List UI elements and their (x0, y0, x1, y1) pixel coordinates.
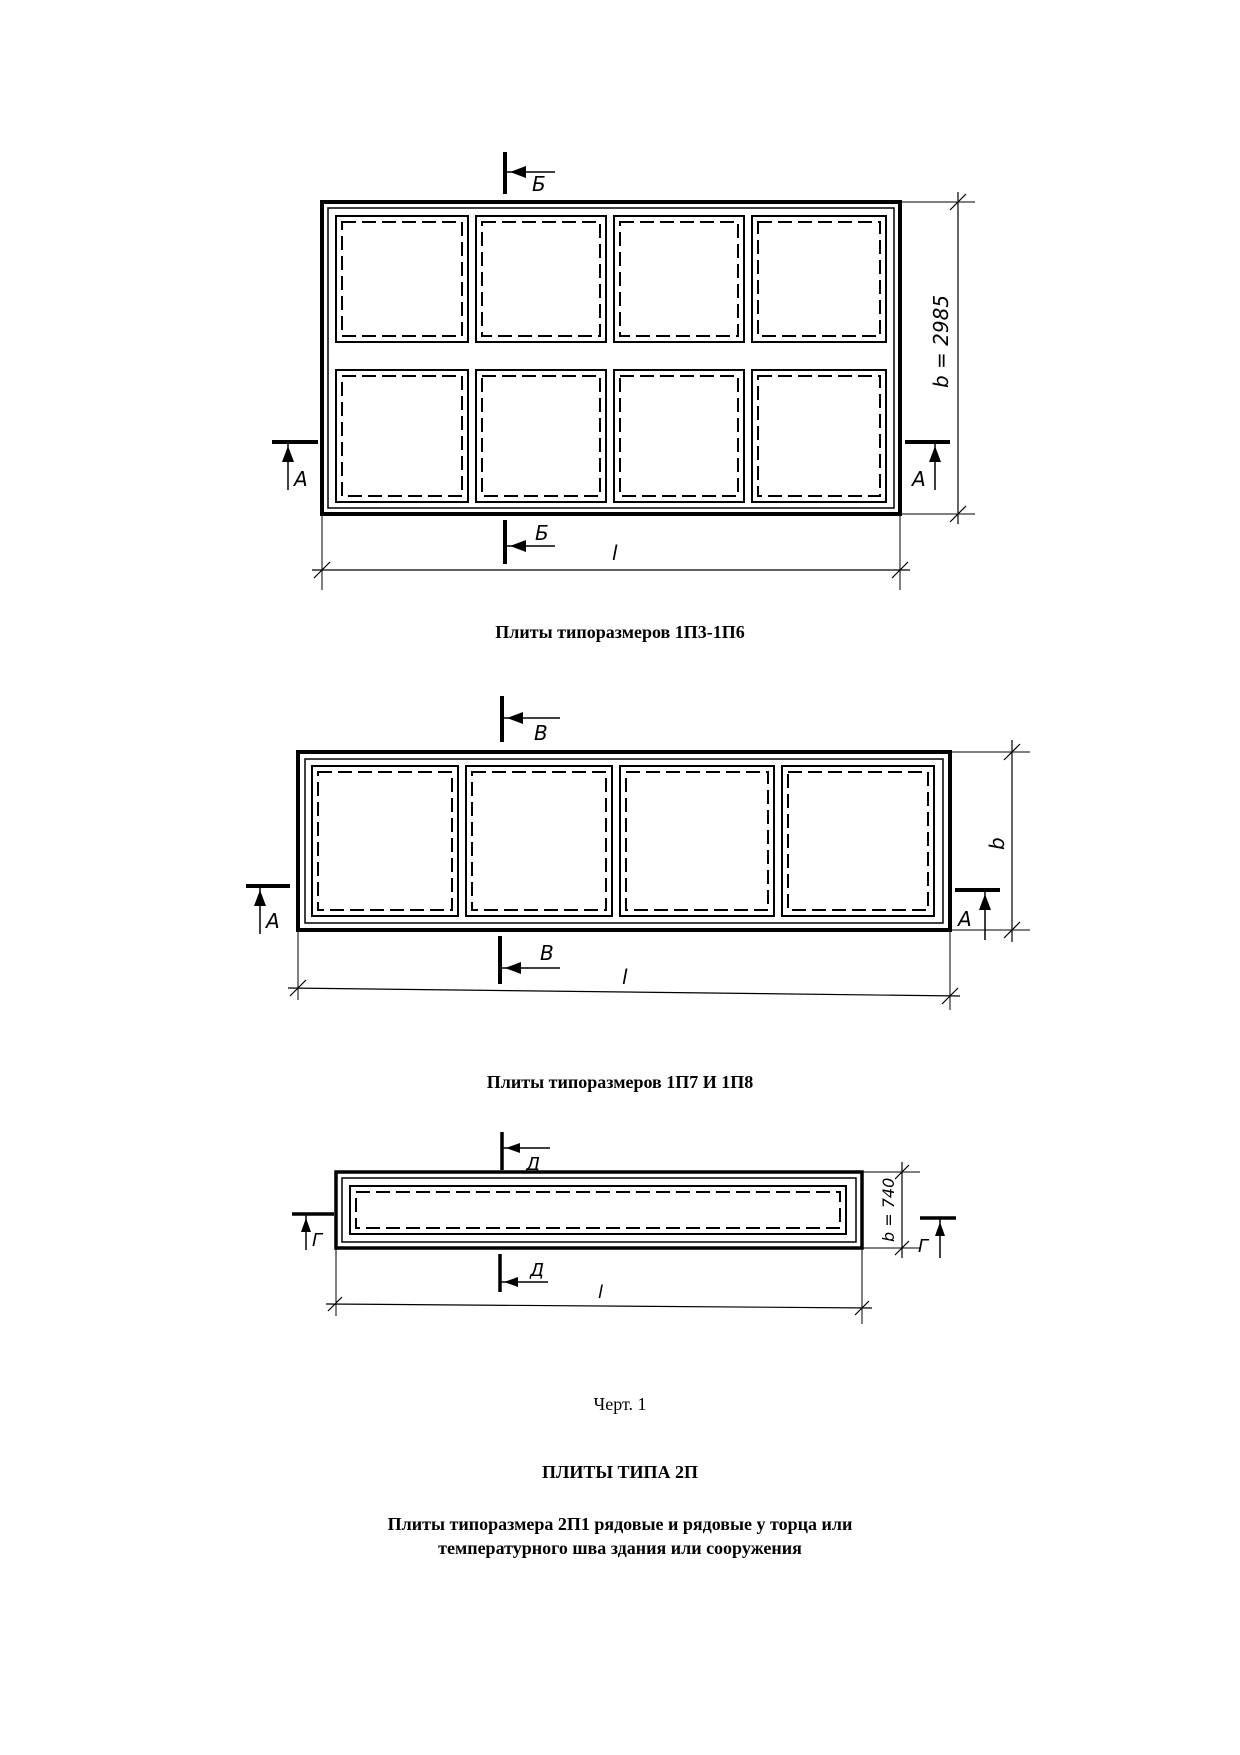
section-mark-top-label: Д (525, 1154, 540, 1175)
section-mark-top-label: Б (532, 172, 546, 196)
subheading-line-2: температурного шва здания или сооружения (438, 1538, 802, 1558)
length-dimension-label: l (612, 541, 618, 565)
width-dimension-label: b = 740 (879, 1178, 898, 1242)
caption-plate-1p7-1p8: Плиты типоразмеров 1П7 И 1П8 (486, 1072, 754, 1092)
section-heading: ПЛИТЫ ТИПА 2П (541, 1462, 699, 1482)
section-mark-top-label: В (534, 721, 548, 745)
subheading: Плиты типоразмера 2П1 рядовые и рядовые … (0, 1512, 1240, 1560)
side-mark-right-label: А (956, 907, 972, 931)
figure-label: Черт. 1 (593, 1394, 647, 1414)
subheading-line-1: Плиты типоразмера 2П1 рядовые и рядовые … (387, 1514, 853, 1534)
section-mark-bottom-label: В (540, 941, 554, 965)
drawing-plate-1p3-1p6: Б Б А А b = 2985 l (0, 130, 1240, 600)
drawing-plate-narrow: Д Д Г Г b = 740 l (0, 1118, 1240, 1348)
side-mark-left-label: А (264, 909, 280, 933)
drawing-plate-1p7-1p8: В В А А b l (0, 690, 1240, 1030)
side-mark-left-label: Г (312, 1230, 324, 1251)
section-mark-bottom-label: Д (529, 1260, 544, 1281)
length-dimension-label: l (622, 965, 628, 989)
width-dimension-label: b (985, 837, 1009, 850)
side-mark-right-label: А (910, 467, 926, 491)
width-dimension-label: b = 2985 (929, 295, 953, 388)
length-dimension-label: l (598, 1282, 603, 1303)
section-mark-bottom-label: Б (535, 521, 549, 545)
caption-plate-1p3-1p6: Плиты типоразмеров 1П3-1П6 (495, 622, 745, 642)
side-mark-right-label: Г (918, 1236, 930, 1257)
side-mark-left-label: А (292, 467, 308, 491)
